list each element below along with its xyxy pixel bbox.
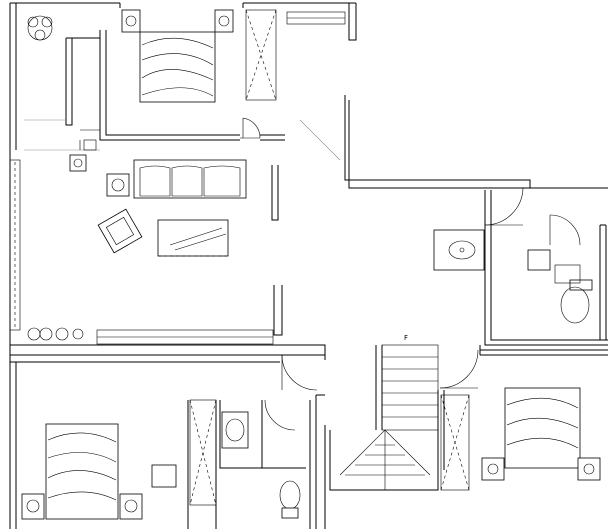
sofa bbox=[133, 159, 247, 199]
tv-cabinet bbox=[157, 219, 229, 257]
misc-details bbox=[24, 40, 341, 161]
wardrobes bbox=[189, 9, 470, 506]
toilet-bottom bbox=[279, 480, 301, 519]
bed-bottom-left bbox=[21, 423, 143, 520]
windows bbox=[9, 11, 346, 345]
small-cabinet bbox=[69, 154, 87, 172]
sink-bottom bbox=[221, 411, 249, 449]
side-table bbox=[106, 173, 130, 197]
door-swings bbox=[240, 117, 581, 431]
toilet-top-right bbox=[560, 279, 593, 324]
bed-bottom-right bbox=[481, 387, 601, 481]
staircase: F bbox=[339, 334, 439, 490]
sink-top-right bbox=[433, 229, 485, 271]
desk-stool bbox=[151, 464, 177, 488]
stair-up-mark: F bbox=[404, 334, 408, 342]
plants bbox=[27, 15, 84, 341]
bathroom-fixtures-right bbox=[527, 249, 581, 284]
armchair bbox=[97, 208, 143, 254]
bed-top bbox=[121, 9, 234, 103]
